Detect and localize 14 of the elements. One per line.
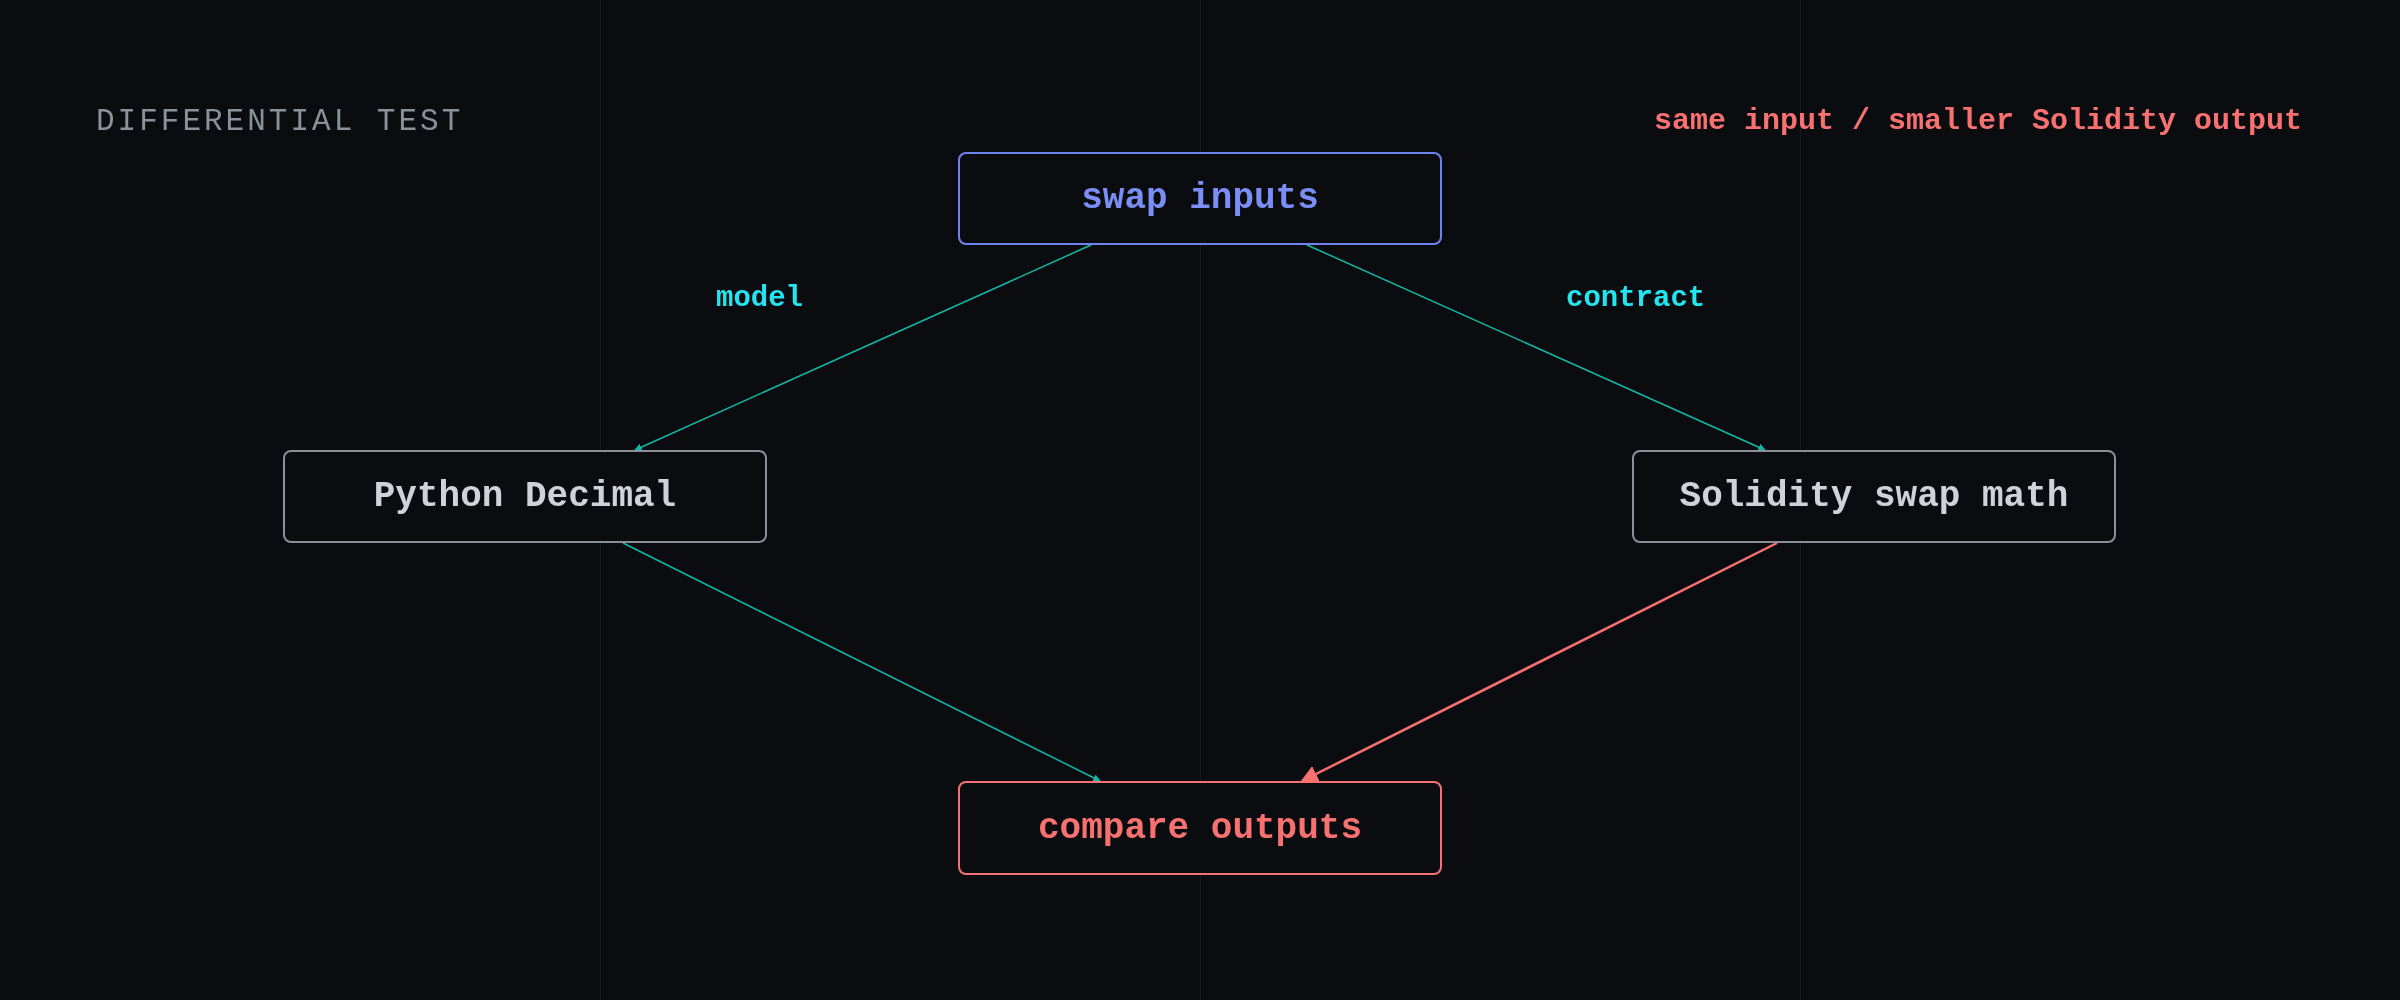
diagram-title: DIFFERENTIAL TEST <box>96 104 464 139</box>
process-box <box>283 450 767 543</box>
arrow <box>622 542 1101 782</box>
note-text: same input / smaller Solidity output <box>1653 104 2302 138</box>
arrow <box>1300 541 1778 783</box>
process-box <box>958 152 1442 245</box>
process-box <box>1632 450 2116 543</box>
arrow <box>1306 244 1766 451</box>
arrow <box>634 244 1092 451</box>
box-label: Solidity swap math <box>1679 476 2069 517</box>
box-label: compare outputs <box>1037 807 1363 849</box>
box-label: Python Decimal <box>373 476 677 517</box>
process-box <box>958 781 1442 875</box>
box-label: swap inputs <box>1081 178 1319 219</box>
